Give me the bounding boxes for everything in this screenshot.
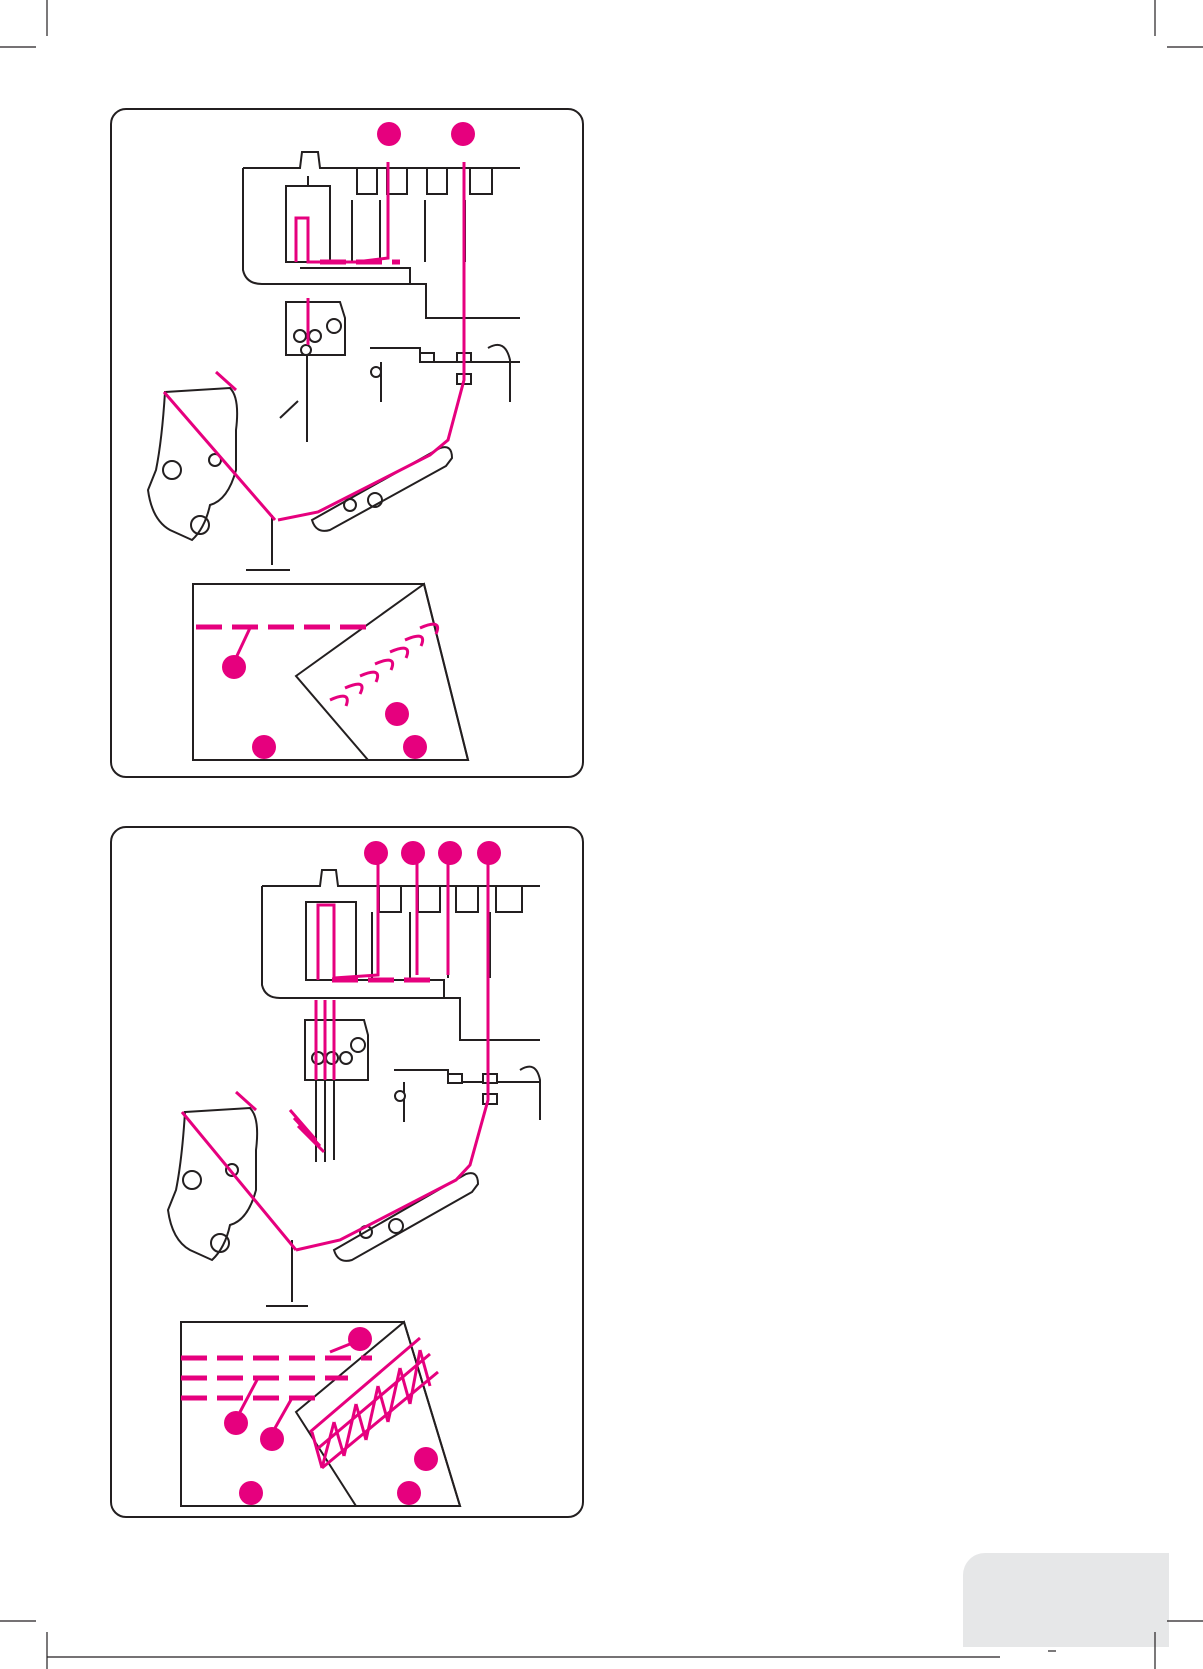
callout-b-top [451, 122, 475, 146]
three-thread-stitch-sample [193, 584, 468, 760]
four-thread-cover-stitch-illustration [168, 841, 540, 1306]
callout-f-bottom [224, 1411, 248, 1435]
callout-d-top [385, 702, 409, 726]
callout-c-top [222, 655, 246, 679]
callout-j-bottom [397, 1481, 421, 1505]
callout-a-bottom [364, 841, 388, 865]
callout-a-top [377, 122, 401, 146]
callout-i-bottom [239, 1481, 263, 1505]
callout-f-top [403, 735, 427, 759]
callout-e-bottom [348, 1327, 372, 1351]
callout-d-bottom [477, 841, 501, 865]
callout-c-bottom [438, 841, 462, 865]
callout-b-bottom [401, 841, 425, 865]
three-thread-overlock-illustration [148, 122, 520, 570]
callout-e-top [252, 735, 276, 759]
overlock-stitch-loops [330, 624, 438, 706]
cover-stitch-sample [181, 1322, 460, 1506]
tension-dials-top [352, 168, 492, 262]
callout-g-bottom [260, 1427, 284, 1451]
callout-h-bottom [414, 1447, 438, 1471]
